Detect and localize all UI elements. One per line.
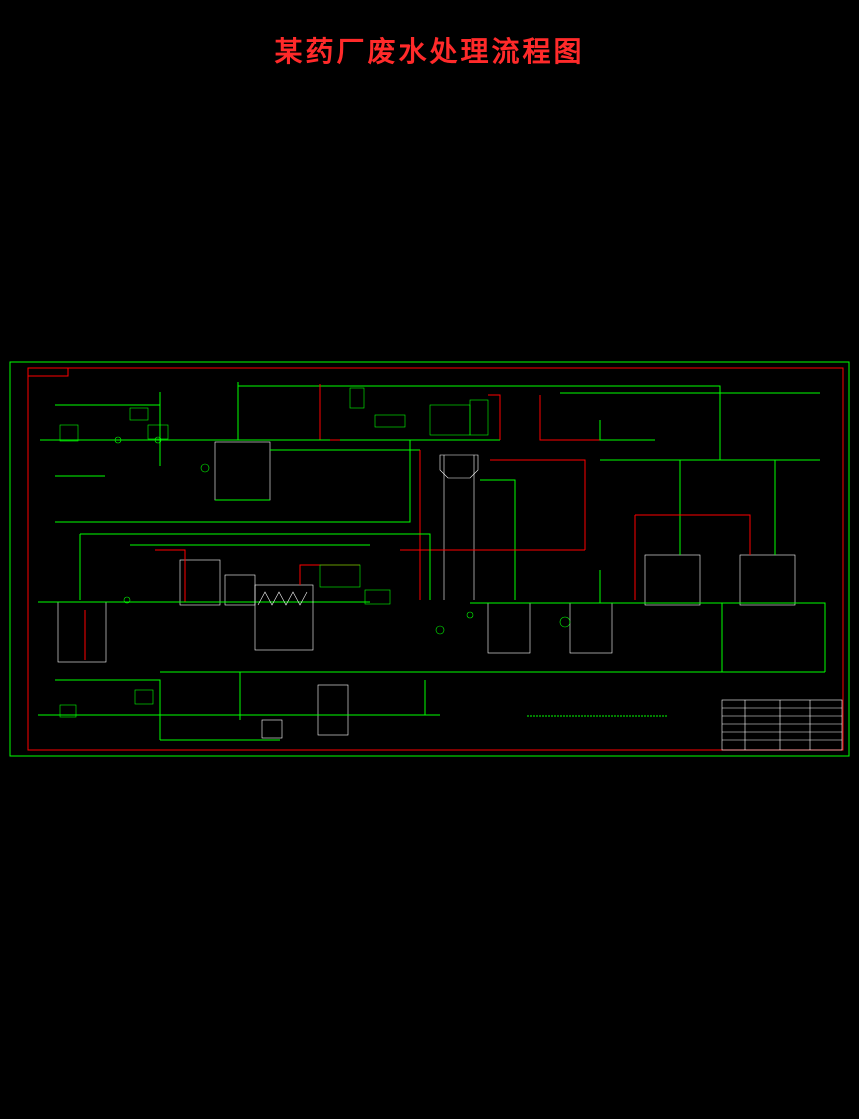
equalization-tank-upper	[200, 439, 420, 501]
inner-frame	[27, 367, 844, 751]
dosing-skid	[340, 387, 501, 441]
lower-units	[38, 672, 440, 741]
upper-left-units	[40, 404, 200, 477]
corner-marker	[27, 367, 69, 377]
inclined-plate-settler	[254, 564, 360, 651]
diagram-title: 某药厂废水处理流程图	[274, 35, 585, 68]
middle-header	[55, 440, 431, 600]
secondary-tanks	[470, 570, 640, 654]
outer-frame	[9, 361, 850, 757]
regulating-tank-left	[38, 596, 175, 663]
chemical-feed-center	[319, 564, 474, 635]
title-block	[721, 699, 843, 751]
coagulation-units	[155, 549, 370, 606]
top-pipe-network	[159, 382, 820, 466]
storage-tanks-right	[160, 460, 826, 673]
reactor-column	[400, 450, 586, 600]
